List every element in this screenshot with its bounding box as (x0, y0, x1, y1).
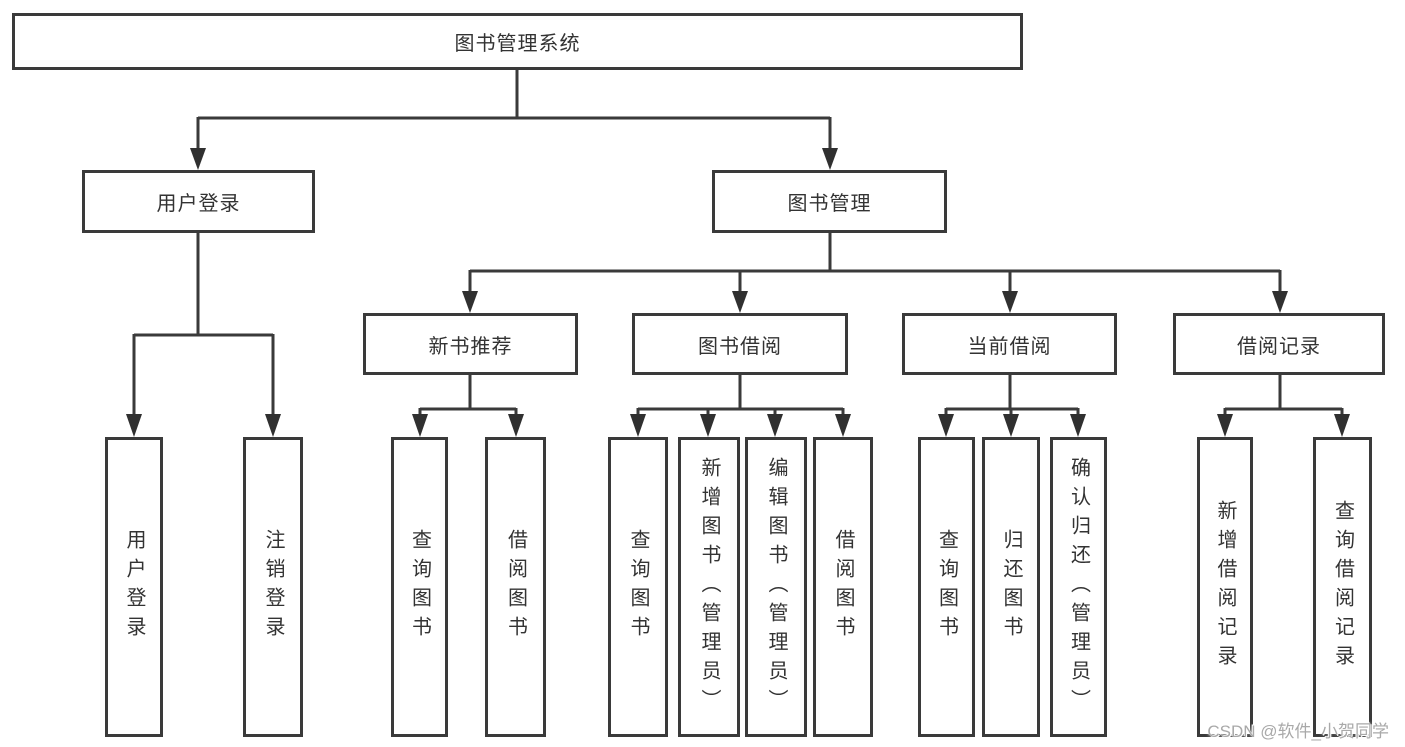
node-label: 图书管理系统 (454, 33, 581, 55)
node-label: 借阅记录 (1237, 335, 1321, 358)
leaf-return-books: 归还图书 (982, 437, 1040, 737)
leaf-label: 借阅图书 (504, 529, 527, 645)
leaf-label: 查询借阅记录 (1331, 500, 1354, 674)
leaf-add-books-admin: 新增图书（管理员） (678, 437, 740, 737)
leaf-query-books-2: 查询图书 (608, 437, 668, 737)
leaf-logout: 注销登录 (243, 437, 303, 737)
leaf-label: 新增图书（管理员） (698, 456, 720, 718)
node-label: 图书借阅 (698, 335, 782, 358)
node-borrowing-records: 借阅记录 (1173, 313, 1385, 375)
node-book-borrowing: 图书借阅 (632, 313, 848, 375)
node-label: 图书管理 (787, 193, 872, 215)
leaf-label: 用户登录 (123, 529, 145, 645)
leaf-label: 查询图书 (627, 529, 649, 645)
leaf-label: 查询图书 (935, 529, 958, 645)
node-current-borrowing: 当前借阅 (902, 313, 1117, 375)
leaf-edit-books-admin: 编辑图书（管理员） (745, 437, 807, 737)
leaf-label: 查询图书 (408, 529, 431, 645)
node-book-management: 图书管理 (712, 170, 947, 233)
leaf-label: 归还图书 (1000, 529, 1022, 645)
leaf-query-borrow-record: 查询借阅记录 (1313, 437, 1372, 737)
leaf-add-borrow-record: 新增借阅记录 (1197, 437, 1253, 737)
leaf-query-books-3: 查询图书 (918, 437, 975, 737)
node-label: 当前借阅 (967, 335, 1052, 358)
leaf-borrow-books-2: 借阅图书 (813, 437, 873, 737)
node-label: 新书推荐 (428, 335, 513, 358)
arrowheads (126, 148, 1350, 437)
node-label: 用户登录 (156, 193, 241, 215)
node-user-login: 用户登录 (82, 170, 315, 233)
node-new-book-recommend: 新书推荐 (363, 313, 578, 375)
leaf-confirm-return-admin: 确认归还（管理员） (1050, 437, 1107, 737)
leaf-label: 注销登录 (262, 529, 284, 645)
csdn-watermark: CSDN @软件_小贺同学 (1207, 722, 1389, 741)
leaf-query-books-1: 查询图书 (391, 437, 448, 737)
leaf-user-login: 用户登录 (105, 437, 163, 737)
leaf-label: 借阅图书 (832, 529, 854, 645)
leaf-label: 确认归还（管理员） (1067, 456, 1090, 718)
leaf-borrow-books-1: 借阅图书 (485, 437, 546, 737)
node-library-management-system: 图书管理系统 (12, 13, 1023, 70)
leaf-label: 新增借阅记录 (1214, 500, 1236, 674)
leaf-label: 编辑图书（管理员） (765, 456, 787, 718)
